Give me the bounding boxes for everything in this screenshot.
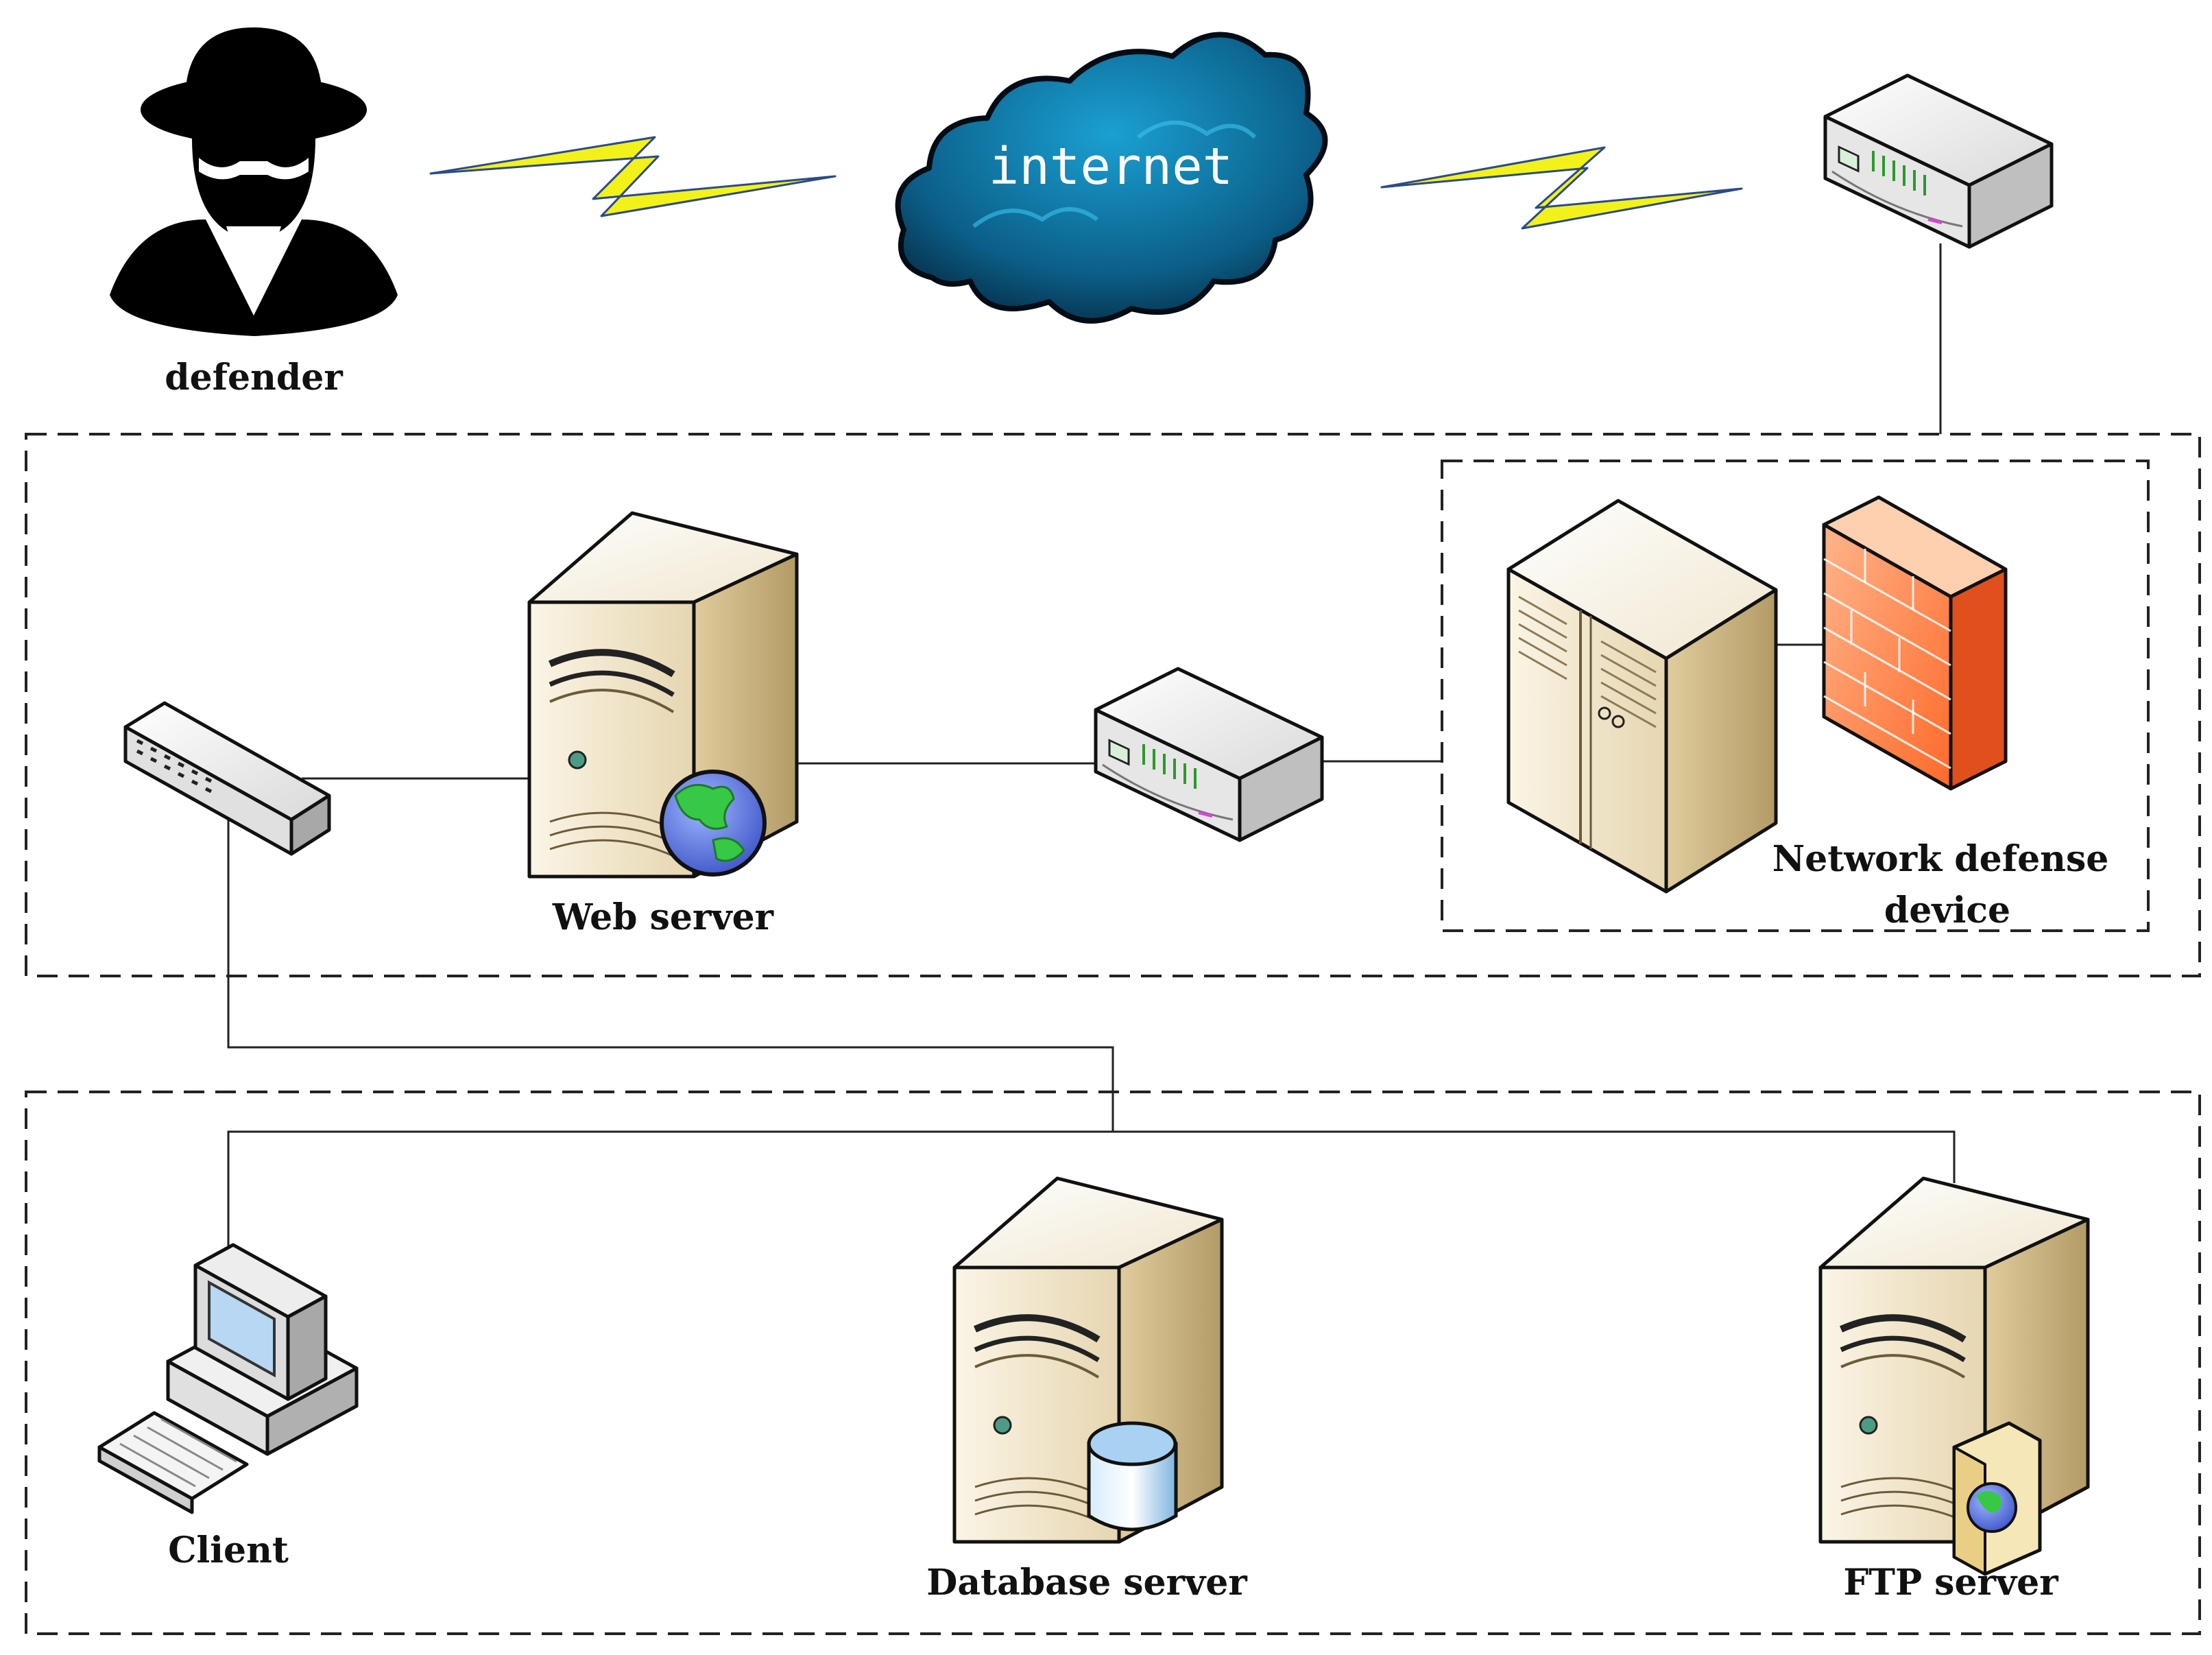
wireless-link-icon: [1380, 146, 1743, 230]
network-defense-label-line1: Network defense: [1772, 838, 2109, 880]
database-cylinder-icon: [1087, 1421, 1178, 1532]
internet-label: internet: [989, 137, 1233, 196]
wireless-link-icon: [429, 136, 837, 217]
globe-icon: [660, 770, 767, 877]
network-defense-label-line2: device: [1884, 890, 2010, 931]
lan-backbone-link: [227, 1130, 1956, 1265]
network-switch-icon: [123, 701, 331, 856]
server-cabinet-icon: [1506, 499, 1778, 894]
desktop-computer-icon: [97, 1243, 359, 1514]
internet-cloud-icon: [895, 32, 1328, 324]
ftp-folder-icon: [1952, 1421, 2042, 1576]
edge-router-icon: [1825, 75, 2052, 247]
firewall-icon: [1822, 495, 2008, 791]
ftp-server-label: FTP server: [1843, 1562, 2058, 1604]
web-server-label: Web server: [552, 896, 774, 938]
switch-to-lan-link: [227, 820, 1114, 1132]
defender-label: defender: [165, 357, 343, 398]
client-label: Client: [168, 1529, 289, 1571]
connection-lines: [227, 243, 1956, 1265]
dmz-zone-border: [25, 433, 2201, 977]
internal-router-icon: [1096, 669, 1322, 840]
database-server-label: Database server: [926, 1562, 1247, 1604]
defender-spy-icon: [110, 27, 398, 336]
defense-zone-border: [1441, 460, 2150, 932]
